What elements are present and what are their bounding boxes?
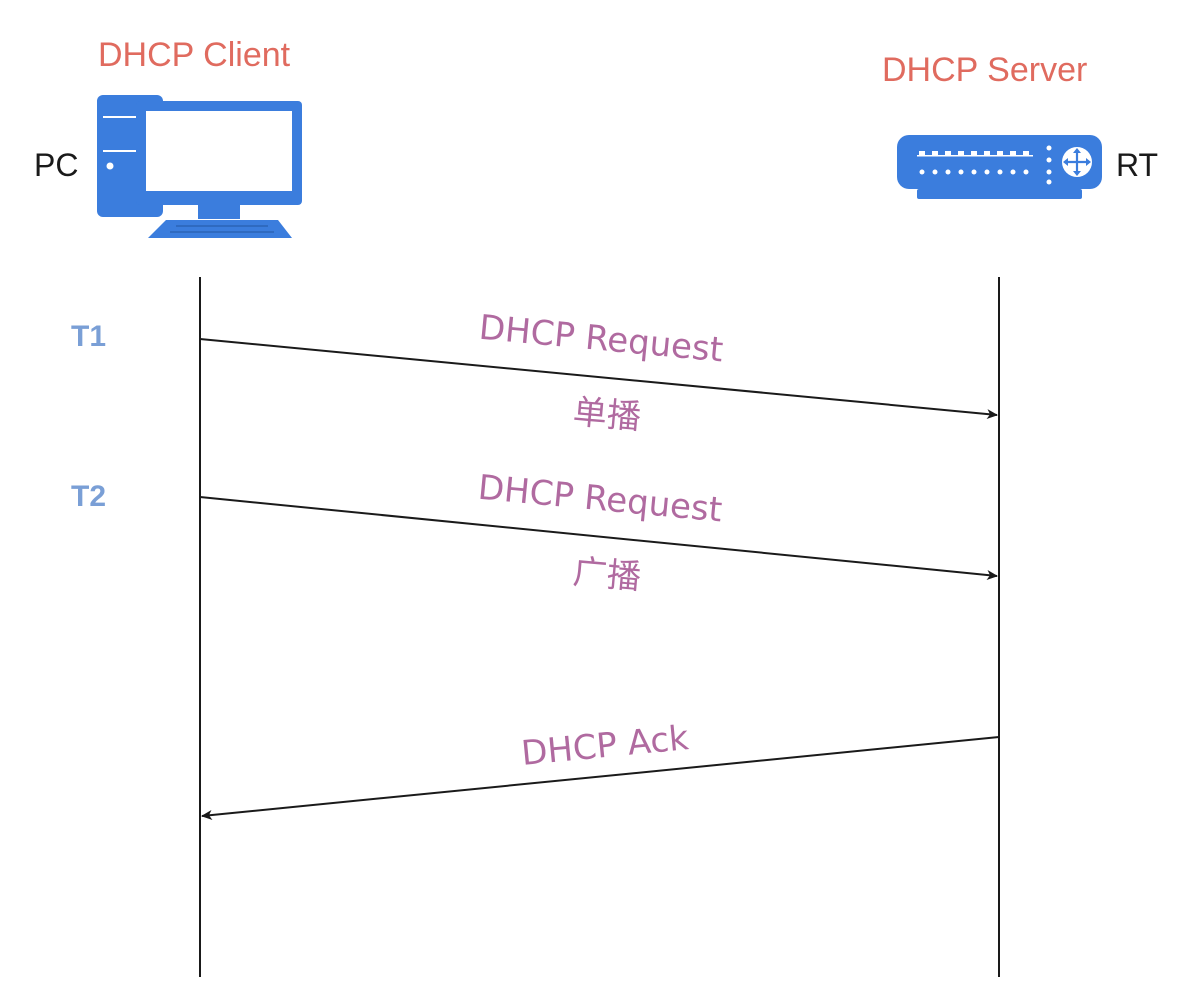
client-node-label: PC: [34, 147, 78, 183]
message-label-ack: DHCP Ack: [519, 718, 690, 774]
message-sublabel-unicast: 单播: [571, 392, 642, 438]
server-node-label: RT: [1116, 147, 1158, 183]
time-label-t2: T2: [71, 480, 106, 513]
router-icon: [897, 135, 1102, 199]
client-title: DHCP Client: [98, 36, 291, 74]
message-label-request-broadcast: DHCP Request: [476, 468, 724, 531]
message-label-request-unicast: DHCP Request: [477, 308, 725, 371]
message-arrow-request-broadcast: [199, 496, 998, 580]
message-sublabel-broadcast: 广播: [571, 552, 642, 598]
message-arrow-ack: [201, 736, 1000, 820]
time-label-t1: T1: [71, 320, 106, 353]
message-arrow-request-unicast: [199, 338, 998, 420]
desktop-computer-icon: [97, 95, 302, 238]
server-title: DHCP Server: [882, 51, 1087, 89]
